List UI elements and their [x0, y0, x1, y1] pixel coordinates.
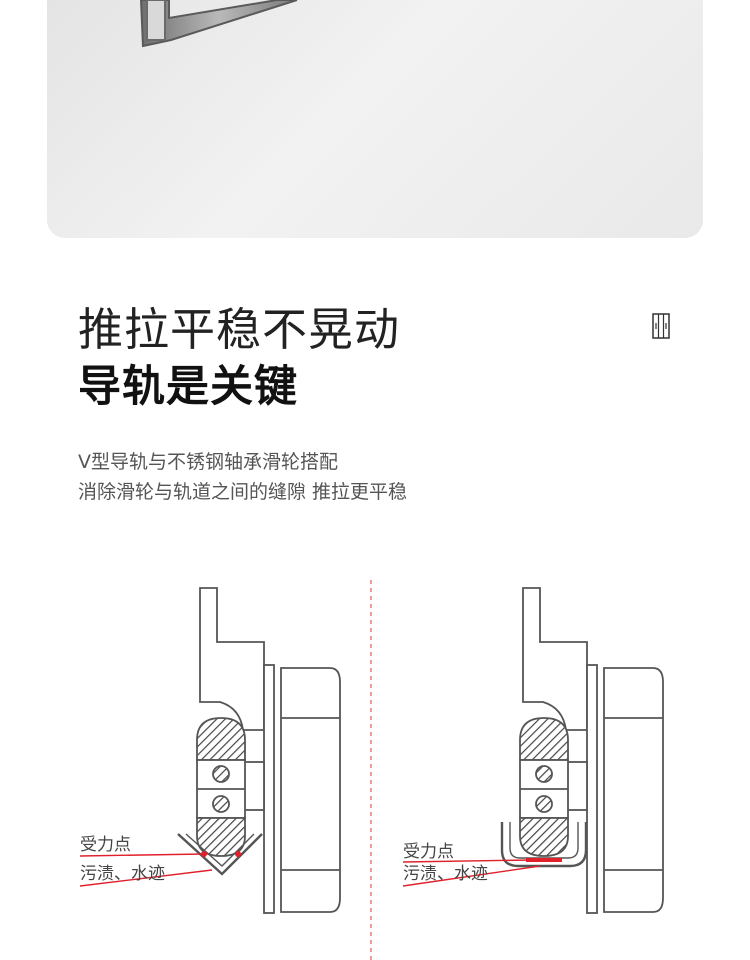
left-contact-point-2: [235, 851, 241, 857]
left-stains-label: 污渍、水迹: [80, 864, 165, 884]
right-force-leader: [402, 859, 533, 863]
product-photo-card: [47, 0, 703, 238]
description-line-1: V型导轨与不锈钢轴承滑轮搭配: [78, 451, 338, 473]
headline: 推拉平稳不晃动: [78, 303, 401, 356]
rail-profile-photo: [139, 0, 298, 48]
left-force-point-label: 受力点: [80, 835, 131, 855]
description-line-2: 消除滑轮与轨道之间的缝隙 推拉更平稳: [78, 481, 408, 503]
rail-comparison-diagram: [79, 580, 664, 960]
sliding-door-icon: [652, 313, 670, 339]
left-force-leader: [79, 853, 205, 857]
right-u-rail-assembly: [500, 587, 664, 914]
right-stains-label: 污渍、水迹: [403, 864, 488, 884]
left-v-rail-assembly: [177, 587, 341, 914]
subheadline: 导轨是关键: [78, 362, 298, 412]
left-stain-leader: [79, 869, 213, 887]
right-stain-leader: [402, 865, 541, 887]
right-force-point-label: 受力点: [403, 842, 454, 862]
